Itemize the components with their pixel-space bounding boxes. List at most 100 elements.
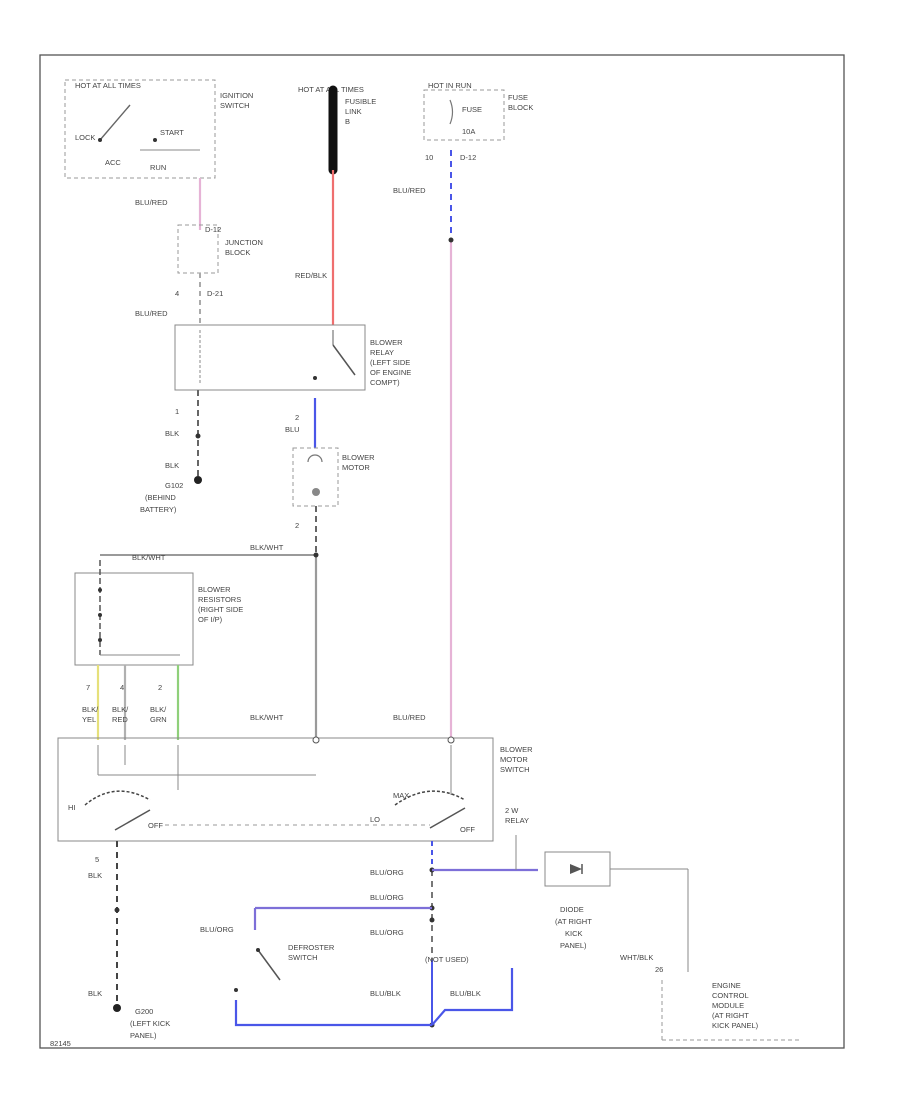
svg-text:BLK/WHT: BLK/WHT xyxy=(250,713,284,722)
svg-text:FUSE: FUSE xyxy=(508,93,528,102)
svg-text:4: 4 xyxy=(175,289,179,298)
ground-g200-icon xyxy=(113,1004,121,1012)
svg-text:10A: 10A xyxy=(462,127,475,136)
svg-text:MOTOR: MOTOR xyxy=(342,463,370,472)
svg-text:BLU/RED: BLU/RED xyxy=(135,198,168,207)
diagram-frame xyxy=(39,54,845,1049)
svg-text:SWITCH: SWITCH xyxy=(500,765,530,774)
svg-text:JUNCTION: JUNCTION xyxy=(225,238,263,247)
engine-control-module: ENGINE CONTROL MODULE (AT RIGHT KICK PAN… xyxy=(661,980,800,1041)
svg-text:D-21: D-21 xyxy=(207,289,223,298)
svg-text:(LEFT SIDE: (LEFT SIDE xyxy=(370,358,410,367)
svg-text:COMPT): COMPT) xyxy=(370,378,400,387)
ground-g102-icon xyxy=(194,476,202,484)
blower-relay: BLOWER RELAY (LEFT SIDE OF ENGINE COMPT) xyxy=(174,324,411,391)
svg-text:(LEFT KICK: (LEFT KICK xyxy=(130,1019,170,1028)
svg-text:2: 2 xyxy=(158,683,162,692)
svg-text:BLK/WHT: BLK/WHT xyxy=(250,543,284,552)
svg-text:IGNITION: IGNITION xyxy=(220,91,253,100)
svg-text:RELAY: RELAY xyxy=(505,816,529,825)
svg-text:2: 2 xyxy=(295,413,299,422)
svg-text:HI: HI xyxy=(68,803,76,812)
svg-text:BLK/: BLK/ xyxy=(82,705,99,714)
svg-text:BLU/BLK: BLU/BLK xyxy=(450,989,481,998)
svg-text:BLK: BLK xyxy=(165,461,179,470)
svg-text:DIODE: DIODE xyxy=(560,905,584,914)
fusible-link: HOT AT ALL TIMES FUSIBLE LINK B xyxy=(298,85,376,175)
svg-text:7: 7 xyxy=(86,683,90,692)
svg-text:KICK: KICK xyxy=(565,929,583,938)
svg-text:BLK/WHT: BLK/WHT xyxy=(132,553,166,562)
svg-text:26: 26 xyxy=(655,965,663,974)
svg-text:RUN: RUN xyxy=(150,163,166,172)
footer-code: 82145 xyxy=(50,1039,71,1048)
svg-text:BLOWER: BLOWER xyxy=(342,453,375,462)
svg-text:G200: G200 xyxy=(135,1007,153,1016)
svg-text:START: START xyxy=(160,128,184,137)
svg-text:BLU/BLK: BLU/BLK xyxy=(370,989,401,998)
svg-text:OF I/P): OF I/P) xyxy=(198,615,223,624)
svg-text:HOT AT ALL TIMES: HOT AT ALL TIMES xyxy=(75,81,141,90)
svg-text:LINK: LINK xyxy=(345,107,362,116)
svg-text:OFF: OFF xyxy=(460,825,475,834)
svg-text:2: 2 xyxy=(295,521,299,530)
fuse-block: HOT IN RUN FUSE BLOCK FUSE 10A xyxy=(423,81,533,141)
svg-text:PANEL): PANEL) xyxy=(560,941,587,950)
svg-text:ACC: ACC xyxy=(105,158,121,167)
svg-text:1: 1 xyxy=(175,407,179,416)
svg-text:RED/BLK: RED/BLK xyxy=(295,271,327,280)
svg-text:4: 4 xyxy=(120,683,124,692)
blower-motor-switch: BLOWER MOTOR SWITCH HI OFF LO MAX OFF xyxy=(57,736,533,842)
svg-text:BLK/: BLK/ xyxy=(150,705,167,714)
svg-text:(AT RIGHT: (AT RIGHT xyxy=(555,917,592,926)
ground-g102-label: G102 (BEHIND BATTERY) xyxy=(140,481,183,514)
svg-text:YEL: YEL xyxy=(82,715,96,724)
svg-text:BLU/ORG: BLU/ORG xyxy=(200,925,234,934)
s-w-relay-label: 2 W RELAY xyxy=(505,806,529,825)
ignition-switch: HOT AT ALL TIMES IGNITION SWITCH LOCK ST… xyxy=(64,79,253,179)
blower-resistors: BLOWER RESISTORS (RIGHT SIDE OF I/P) xyxy=(74,560,243,666)
blower-motor: BLOWER MOTOR xyxy=(292,447,375,507)
svg-text:10: 10 xyxy=(425,153,433,162)
svg-text:BLK: BLK xyxy=(165,429,179,438)
svg-text:WHT/BLK: WHT/BLK xyxy=(620,953,653,962)
svg-text:FUSE: FUSE xyxy=(462,105,482,114)
svg-text:RED: RED xyxy=(112,715,128,724)
svg-text:SWITCH: SWITCH xyxy=(220,101,250,110)
svg-text:(AT RIGHT: (AT RIGHT xyxy=(712,1011,749,1020)
svg-text:G102: G102 xyxy=(165,481,183,490)
svg-text:KICK PANEL): KICK PANEL) xyxy=(712,1021,759,1030)
svg-text:GRN: GRN xyxy=(150,715,167,724)
svg-text:SWITCH: SWITCH xyxy=(288,953,318,962)
svg-text:LOCK: LOCK xyxy=(75,133,95,142)
svg-text:OF ENGINE: OF ENGINE xyxy=(370,368,411,377)
svg-text:MOTOR: MOTOR xyxy=(500,755,528,764)
svg-text:BLOCK: BLOCK xyxy=(225,248,250,257)
svg-text:BLK: BLK xyxy=(88,871,102,880)
svg-text:BLU/RED: BLU/RED xyxy=(393,186,426,195)
svg-text:D-12: D-12 xyxy=(205,225,221,234)
svg-text:D-12: D-12 xyxy=(460,153,476,162)
svg-text:LO: LO xyxy=(370,815,380,824)
svg-text:OFF: OFF xyxy=(148,821,163,830)
svg-text:(NOT USED): (NOT USED) xyxy=(425,955,469,964)
svg-text:BLU: BLU xyxy=(285,425,300,434)
svg-text:BLOWER: BLOWER xyxy=(370,338,403,347)
svg-text:BLOCK: BLOCK xyxy=(508,103,533,112)
svg-text:(BEHIND: (BEHIND xyxy=(145,493,176,502)
svg-text:CONTROL: CONTROL xyxy=(712,991,749,1000)
svg-text:HOT IN RUN: HOT IN RUN xyxy=(428,81,472,90)
svg-text:ENGINE: ENGINE xyxy=(712,981,741,990)
svg-text:BLK/: BLK/ xyxy=(112,705,129,714)
svg-text:BLU/RED: BLU/RED xyxy=(135,309,168,318)
svg-text:B: B xyxy=(345,117,350,126)
svg-text:MODULE: MODULE xyxy=(712,1001,744,1010)
ground-g200-label: G200 (LEFT KICK PANEL) xyxy=(130,1007,170,1040)
svg-text:5: 5 xyxy=(95,855,99,864)
svg-text:BLU/ORG: BLU/ORG xyxy=(370,928,404,937)
svg-text:(RIGHT SIDE: (RIGHT SIDE xyxy=(198,605,243,614)
junction-block: JUNCTION BLOCK D-12 xyxy=(177,224,263,274)
svg-text:BLOWER: BLOWER xyxy=(198,585,231,594)
defroster-switch: DEFROSTER SWITCH xyxy=(234,943,335,992)
